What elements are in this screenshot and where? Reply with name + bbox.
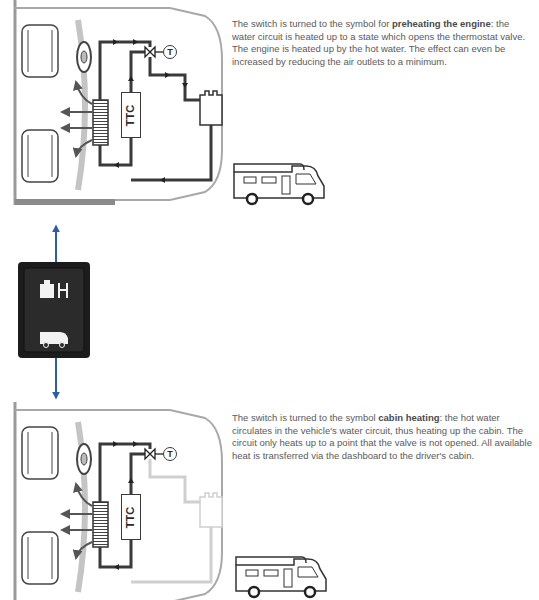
engine-pipe xyxy=(150,57,200,100)
camper-icon xyxy=(236,557,326,597)
ttc-unit: TTC xyxy=(121,92,141,138)
flow-arrow xyxy=(160,72,188,183)
cabin-diagram xyxy=(15,0,222,205)
van-symbol xyxy=(40,332,68,344)
engine-pipe xyxy=(131,125,211,180)
van-wheel xyxy=(60,343,65,348)
engine-pipe-inactive xyxy=(131,527,211,582)
sensor-label: T xyxy=(167,48,173,57)
description-text: The switch is turned to the symbol forpr… xyxy=(232,18,532,68)
unit-label: TTC xyxy=(126,506,137,527)
rocker-switch xyxy=(18,262,90,358)
ttc-unit: TTC xyxy=(121,494,141,540)
sensor-label: T xyxy=(167,450,173,459)
engine-block-inactive xyxy=(200,493,222,527)
cabin-diagram xyxy=(15,402,222,600)
description-part: The switch is turned to the symbol for xyxy=(232,18,389,29)
switch-face xyxy=(24,268,84,352)
description-text: The switch is turned to the symbolcabin … xyxy=(232,412,532,462)
camper-icon xyxy=(234,164,324,204)
heat-symbol xyxy=(59,283,67,298)
thermostat-sensor: T xyxy=(163,447,177,461)
engine-block xyxy=(200,91,222,125)
description-part: The switch is turned to the symbol xyxy=(232,412,376,423)
van-wheel xyxy=(44,343,49,348)
unit-label: TTC xyxy=(126,104,137,125)
mode-name: preheating the engine xyxy=(392,18,491,29)
engine-pipe-inactive xyxy=(150,459,200,502)
thermostat-sensor: T xyxy=(163,45,177,59)
mode-name: cabin heating xyxy=(378,412,439,423)
engine-symbol xyxy=(40,280,54,298)
